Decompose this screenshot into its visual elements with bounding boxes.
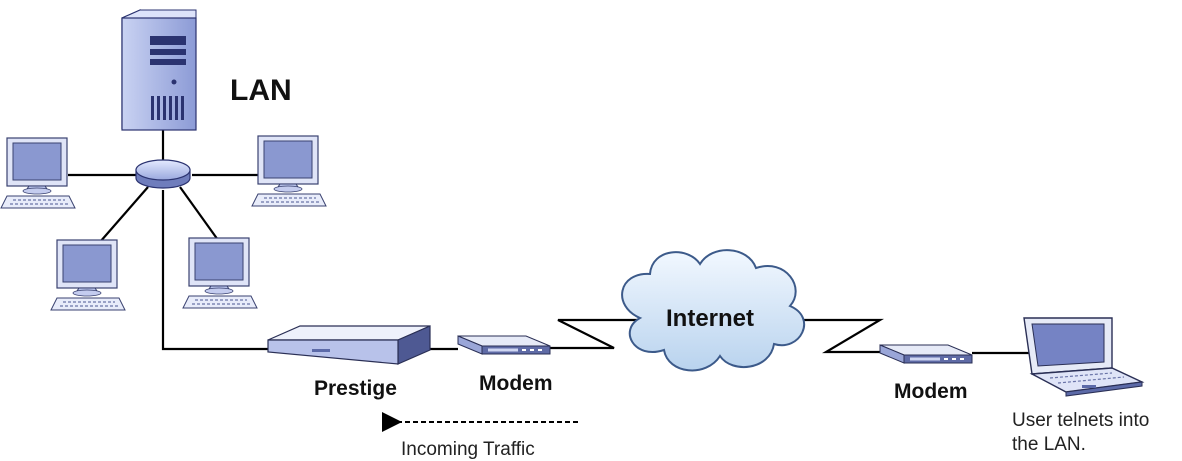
laptop-icon (1023, 317, 1145, 397)
modem-to-internet-link (550, 318, 640, 350)
server-tower-icon (121, 9, 197, 131)
modem-remote-label: Modem (894, 380, 968, 403)
internet-label: Internet (666, 305, 754, 332)
lan-link-bottom-left (99, 186, 149, 243)
incoming-traffic-label: Incoming Traffic (401, 439, 535, 460)
lan-link-bottom-right (179, 186, 219, 241)
modem-remote-icon (879, 344, 973, 364)
modem-local-label: Modem (479, 372, 553, 395)
network-hub-icon (135, 159, 191, 189)
prestige-label: Prestige (314, 377, 397, 400)
hub-to-prestige-link (161, 190, 272, 351)
workstation-right-icon (251, 135, 327, 207)
workstation-bottom-right-icon (182, 237, 258, 309)
workstation-bottom-left-icon (50, 239, 126, 311)
lan-label: LAN (230, 74, 292, 107)
internet-cloud-icon (621, 249, 805, 372)
workstation-left-icon (0, 137, 76, 209)
prestige-router-icon (267, 325, 431, 365)
connection-lines (68, 128, 1034, 355)
user-label-line1: User telnets into (1012, 410, 1149, 431)
user-label-line2: the LAN. (1012, 434, 1086, 455)
internet-to-remote-modem-link (792, 318, 885, 354)
modem-local-icon (457, 335, 551, 355)
